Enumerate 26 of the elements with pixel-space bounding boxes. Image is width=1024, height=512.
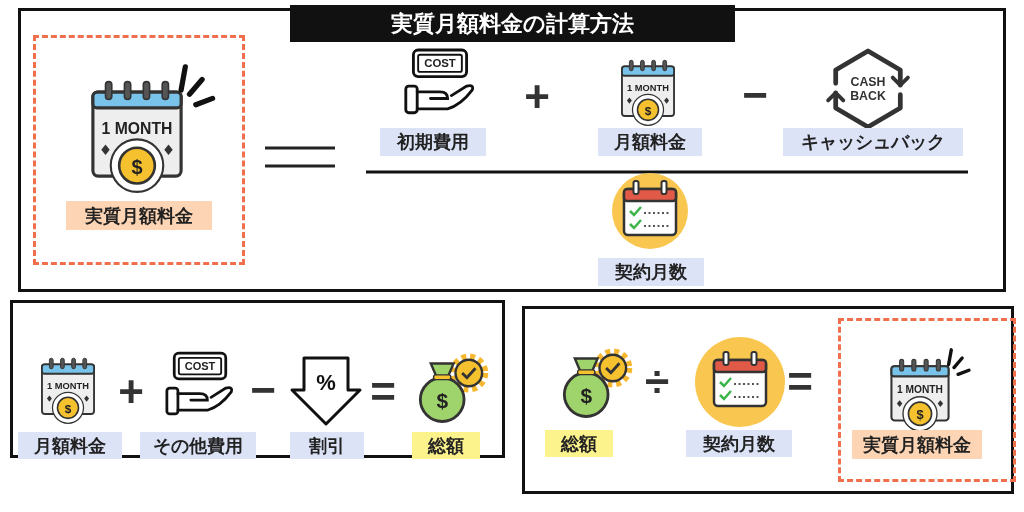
panel-frame (522, 306, 1014, 494)
term-label: 総額 (545, 430, 613, 457)
percent-down-arrow-icon: % (290, 356, 362, 426)
term-label: 月額料金 (18, 432, 122, 459)
term-label: 月額料金 (598, 128, 702, 156)
panel-frame (10, 300, 505, 458)
term-label: 契約月数 (598, 258, 704, 286)
term-label: 契約月数 (686, 430, 792, 457)
term-label: キャッシュバック (783, 128, 963, 156)
equals-sign: = (370, 370, 396, 414)
minus-sign: − (742, 73, 768, 117)
term-label: その他費用 (140, 432, 256, 459)
term-label: 実質月額料金 (852, 430, 982, 459)
term-label: 初期費用 (380, 128, 486, 156)
term-label: 総額 (412, 432, 480, 459)
plus-sign: + (524, 75, 550, 119)
minus-sign: − (250, 368, 276, 412)
equals-sign: = (787, 360, 813, 404)
term-label: 割引 (290, 432, 364, 459)
panel-frame (18, 8, 1006, 292)
division-sign: ÷ (644, 360, 670, 404)
highlight-box (838, 318, 1016, 482)
title-banner: 実質月額料金の計算方法 (290, 5, 735, 42)
plus-sign: + (118, 370, 144, 414)
term-label: 実質月額料金 (66, 201, 212, 230)
highlight-box (33, 35, 245, 265)
